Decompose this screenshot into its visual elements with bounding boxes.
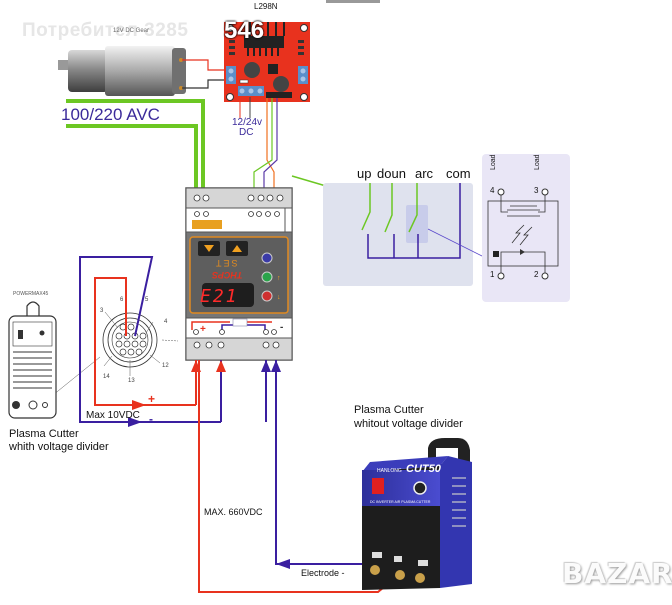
relay-label-arc: arc — [415, 166, 434, 181]
signal-wire-green — [253, 98, 273, 190]
controller-display: E21 — [200, 286, 239, 307]
motor-label: 12V DC Gear — [113, 28, 150, 34]
divider-wire-negative — [79, 256, 221, 423]
top-divider — [326, 0, 380, 3]
motor-wire-black — [182, 79, 224, 89]
max-660vdc-label: MAX. 660VDC — [204, 507, 263, 517]
pin-label-14: 14 — [103, 374, 110, 380]
ssr-load-right: Load — [534, 154, 541, 170]
ssr-pin-1: 1 — [490, 270, 495, 279]
relay-link-wire — [291, 175, 327, 187]
supply-label-dc: DC — [239, 127, 254, 138]
14-pin-connector — [36, 311, 179, 409]
ssr-panel — [482, 154, 570, 302]
signal-wire-orange — [266, 98, 275, 190]
left-cutter-caption-1: Plasma Cutter — [9, 428, 79, 440]
relay-label-doun: doun — [377, 166, 406, 181]
pin-label-13: 13 — [128, 378, 135, 384]
set-label: SET — [214, 258, 238, 268]
pin-label-5: 5 — [145, 297, 149, 303]
thc-controller: ↑ ↓ — [185, 187, 293, 361]
left-plus-label: + — [148, 392, 156, 406]
electrode-label: Electrode - — [301, 568, 345, 578]
ssr-pin-2: 2 — [534, 270, 539, 279]
polarity-plus: + — [200, 324, 206, 335]
relay-label-up: up — [357, 166, 372, 181]
dc-gear-motor — [58, 46, 186, 96]
ssr-pin-4: 4 — [490, 186, 495, 195]
pin-label-4: 4 — [164, 319, 168, 325]
supply-label: 12/24v — [232, 117, 263, 128]
ssr-pin-3: 3 — [534, 186, 539, 195]
arrow-positive — [132, 400, 146, 410]
brand-logo: BAZAR — [562, 557, 672, 590]
pin-label-12: 12 — [162, 363, 169, 369]
hv-wire-electrode — [265, 360, 372, 565]
watermark-number: 546 — [224, 17, 265, 44]
mains-wire-2 — [66, 124, 198, 190]
relay-panel — [323, 183, 487, 286]
right-cutter-caption-2: whitout voltage divider — [354, 418, 463, 430]
relay-label-com: com — [446, 166, 471, 181]
ssr-load-left: Load — [490, 154, 497, 170]
driver-label: L298N — [254, 2, 278, 11]
plasma-cutter-left — [8, 301, 57, 419]
cutter-brand: HANLONG — [377, 468, 402, 474]
cutter-model: CUT50 — [406, 463, 441, 475]
right-cutter-caption-1: Plasma Cutter — [354, 404, 424, 416]
max-10vdc-label: Max 10VDC — [86, 410, 140, 421]
watermark-text: Потребител 3285 — [22, 20, 189, 41]
cutter-subtitle: DC INVERTER AIR PLASMA CUTTER — [370, 500, 431, 504]
pin-label-6: 6 — [120, 297, 124, 303]
plasma-cutter-right — [362, 438, 472, 590]
polarity-minus: - — [280, 322, 284, 333]
left-minus-label: - — [149, 412, 153, 426]
left-cutter-caption-2: whith voltage divider — [9, 441, 109, 453]
controller-brand: THCPS — [212, 270, 243, 280]
arrow-negative — [128, 417, 142, 427]
motor-wire-red — [182, 59, 224, 71]
connector-title: POWERMAX45 — [13, 291, 49, 297]
mains-label: 100/220 AVC — [61, 105, 160, 124]
svg-text:↑: ↑ — [277, 275, 281, 282]
mains-wire-1 — [66, 99, 205, 190]
divider-wire-positive — [94, 277, 196, 406]
signal-wire-purple — [263, 98, 278, 190]
svg-text:↓: ↓ — [277, 294, 281, 301]
l298n-board — [224, 22, 310, 102]
pin-label-3: 3 — [100, 308, 104, 314]
